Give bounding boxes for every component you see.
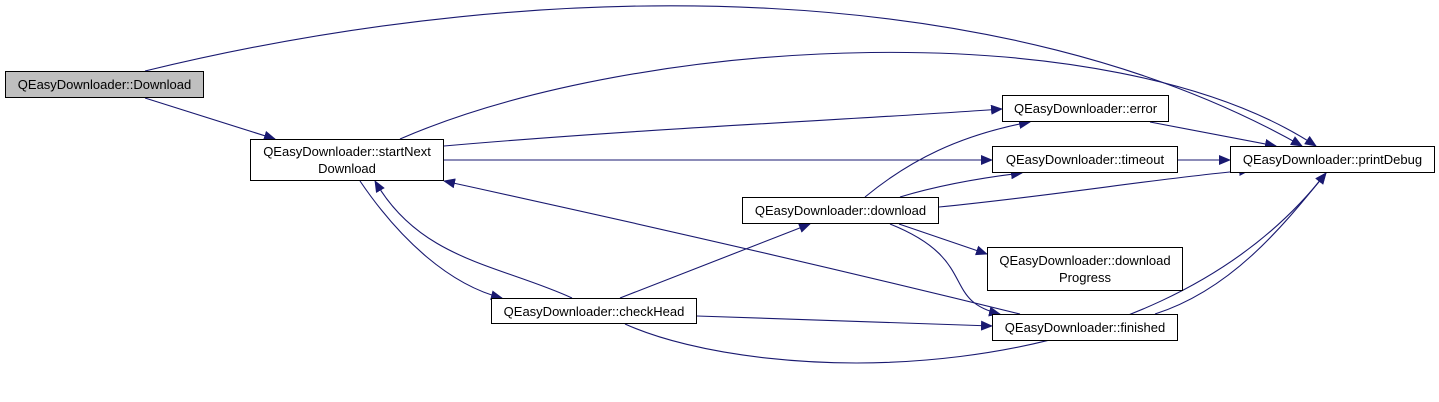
edge-startnextdownload-to-error <box>443 104 1003 147</box>
edge-checkhead-to-finished <box>696 315 993 331</box>
edge-error-to-printdebug <box>1149 121 1277 149</box>
edge-startnextdownload-to-printdebug <box>399 51 1317 147</box>
node-print-debug-label: QEasyDownloader::printDebug <box>1242 152 1423 167</box>
node-download-label: QEasyDownloader::download <box>754 203 927 218</box>
node-finished[interactable]: QEasyDownloader::finished <box>992 314 1178 341</box>
edge-download-to-printdebug <box>938 165 1251 208</box>
node-finished-label: QEasyDownloader::finished <box>1004 320 1166 335</box>
edge-download-to-timeout <box>899 169 1023 198</box>
edge-checkhead-to-startnextdownload <box>374 180 573 299</box>
node-check-head-label: QEasyDownloader::checkHead <box>503 303 685 319</box>
node-start-next-download-label-line1: QEasyDownloader::startNext <box>263 144 431 159</box>
node-timeout[interactable]: QEasyDownloader::timeout <box>992 146 1178 173</box>
node-start-next-download-label-line2: Download <box>318 161 376 176</box>
edge-startnextdownload-to-checkhead <box>359 180 503 301</box>
edge-checkhead-to-download <box>619 223 811 299</box>
edge-download-to-downloadprogress <box>898 223 988 256</box>
node-start-next-download[interactable]: QEasyDownloader::startNext Download <box>250 139 444 181</box>
node-print-debug[interactable]: QEasyDownloader::printDebug <box>1230 146 1435 173</box>
node-download[interactable]: QEasyDownloader::download <box>742 197 939 224</box>
node-download-root: QEasyDownloader::Download <box>5 71 204 98</box>
node-download-progress-label-line1: QEasyDownloader::download <box>999 253 1171 268</box>
edge-finished-to-startnextdownload <box>443 178 1021 315</box>
node-download-root-label: QEasyDownloader::Download <box>17 77 192 92</box>
node-error[interactable]: QEasyDownloader::error <box>1002 95 1169 122</box>
node-download-progress-label-line2: Progress <box>1058 270 1112 285</box>
edge-download-to-error <box>864 119 1031 198</box>
node-download-progress[interactable]: QEasyDownloader::download Progress <box>987 247 1183 291</box>
node-timeout-label: QEasyDownloader::timeout <box>1005 152 1165 167</box>
node-check-head[interactable]: QEasyDownloader::checkHead <box>491 298 697 324</box>
edge-download-to-finished <box>889 223 1001 317</box>
edge-finished-to-printdebug <box>1154 172 1327 315</box>
edge-download-to-printdebug <box>144 5 1303 147</box>
node-error-label: QEasyDownloader::error <box>1013 101 1158 116</box>
edge-checkhead-to-printdebug <box>624 172 1327 364</box>
edge-download-to-startnextdownload <box>144 97 276 141</box>
